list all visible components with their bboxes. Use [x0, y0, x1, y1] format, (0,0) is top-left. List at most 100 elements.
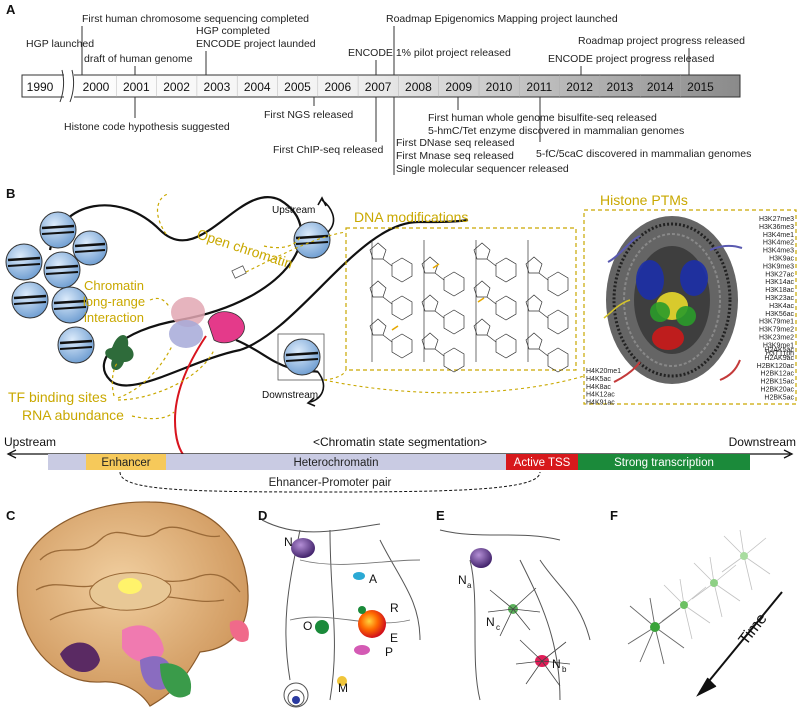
ptm-label: H4K8ac	[586, 384, 611, 391]
neuron-time-4	[740, 552, 748, 560]
event-encode-pilot: ENCODE 1% pilot project released	[348, 47, 511, 59]
brain-illustration	[16, 501, 249, 707]
event-5fc-5cac: 5-fC/5caC discovered in mammalian genome…	[536, 148, 751, 160]
bond	[382, 334, 393, 343]
interaction-blob-pink	[171, 297, 205, 327]
base-ring	[495, 295, 517, 321]
nucleosome	[51, 286, 89, 324]
downstream-arrow	[309, 371, 325, 403]
ptm-label: H3K36me3	[759, 224, 794, 231]
nucleosome-cluster	[5, 211, 108, 364]
event-encode-launched: ENCODE project launded	[196, 38, 316, 50]
histone-ptms-title: Histone PTMs	[600, 192, 688, 208]
sugar-ring	[421, 332, 439, 350]
ptm-label: H2AK9ac	[764, 355, 794, 362]
nucleosome-zoom-box	[277, 333, 325, 381]
cell-label: P	[385, 645, 393, 659]
timeline-break-gap	[64, 72, 74, 100]
ptm-label: H4K20me1	[586, 368, 621, 375]
event-histone-code: Histone code hypothesis suggested	[64, 121, 230, 133]
bond	[382, 258, 393, 267]
ptm-label: H2BK120ac	[757, 363, 795, 370]
nucleosome	[43, 251, 81, 289]
panel-label-f: F	[610, 508, 618, 523]
upstream-label: Upstream	[272, 205, 315, 216]
ptm-label: H3K9me1	[763, 342, 794, 349]
sugar-ring	[525, 332, 543, 350]
bond	[538, 310, 549, 319]
neuron-label: b	[562, 665, 567, 674]
chromatin-label: Chromatin	[84, 278, 144, 293]
ptm-label: H3K4me3	[763, 248, 794, 255]
red-cell	[358, 610, 386, 638]
tf-protein	[207, 311, 245, 344]
event-first-dnase: First DNase seq released	[396, 137, 515, 149]
base-ring	[495, 257, 517, 283]
year-label: 2006	[324, 80, 351, 94]
event-hgp-completed: HGP completed	[196, 25, 270, 37]
neuron-nucleus	[291, 538, 315, 558]
open-chromatin-label: Open chromatin	[195, 226, 295, 272]
bond	[434, 310, 445, 319]
panel-label-b: B	[6, 186, 15, 201]
timeline-break-mark	[59, 69, 65, 103]
sugar-ring	[421, 294, 439, 312]
cell-label: A	[369, 572, 377, 586]
event-roadmap-progress: Roadmap project progress released	[578, 35, 745, 47]
enhancer-promoter-label: Ehnancer-Promoter pair	[269, 477, 392, 489]
nucleosome	[39, 211, 77, 249]
year-label: 2000	[83, 80, 110, 94]
sugar-ring	[421, 256, 439, 274]
dna-zoom-box	[231, 265, 247, 279]
base-ring	[391, 295, 413, 321]
ptm-label: H3K79me1	[759, 319, 794, 326]
enhancer-label: Enhancer	[101, 457, 150, 469]
tf-arrow	[117, 345, 173, 399]
sugar-ring	[369, 318, 387, 336]
rna-abundance-label: RNA abundance	[22, 407, 124, 423]
sugar-ring	[473, 242, 491, 260]
segment-enhancer	[86, 454, 166, 470]
endothelial-nucleus	[358, 606, 366, 614]
base-ring	[547, 347, 569, 373]
ptm-label: H3K23me2	[759, 335, 794, 342]
ptm-label: H4K91ac	[586, 400, 615, 407]
base-ring	[443, 309, 465, 335]
ptm-label: H3K27me3	[759, 216, 794, 223]
ptm-label: H3K23ac	[765, 295, 794, 302]
year-label: 2004	[244, 80, 271, 94]
dna-modifications-title: DNA modifications	[354, 209, 468, 225]
year-label: 2005	[284, 80, 311, 94]
event-first-ngs: First NGS released	[264, 109, 353, 121]
axis-arrow-right	[783, 449, 794, 459]
nucleosome-upstream	[293, 221, 331, 259]
sugar-ring	[369, 280, 387, 298]
nucleosome	[11, 281, 49, 319]
astrocyte-nucleus	[353, 572, 365, 580]
bond	[486, 334, 497, 343]
axis-arrow-left	[6, 449, 17, 459]
ptm-label: H3K4ac	[769, 303, 794, 310]
nucleosome	[72, 230, 108, 266]
downstream-label: Downstream	[262, 390, 318, 401]
neuron-label: N	[552, 657, 561, 671]
panel-label-c: C	[6, 508, 16, 523]
cell-label: M	[338, 681, 348, 695]
dna-zoom-line	[245, 231, 347, 273]
neuron-time-1	[650, 622, 660, 632]
cell-label: E	[390, 631, 398, 645]
panel-label-e: E	[436, 508, 445, 523]
tf-binding-label: TF binding sites	[8, 389, 107, 405]
methyl-mark	[477, 297, 485, 303]
chromatin-strand	[48, 196, 469, 387]
segmentation-title: <Chromatin state segmentation>	[313, 435, 487, 449]
event-bisulfite-seq: First human whole genome bisulfite-seq r…	[428, 112, 657, 124]
event-first-human-chromosome: First human chromosome sequencing comple…	[82, 13, 309, 25]
dna-structure-drawing	[369, 240, 569, 373]
base-ring	[391, 333, 413, 359]
base-ring	[547, 271, 569, 297]
downstream-arrowhead	[306, 397, 316, 407]
methyl-mark	[432, 263, 440, 269]
bond	[538, 272, 549, 281]
